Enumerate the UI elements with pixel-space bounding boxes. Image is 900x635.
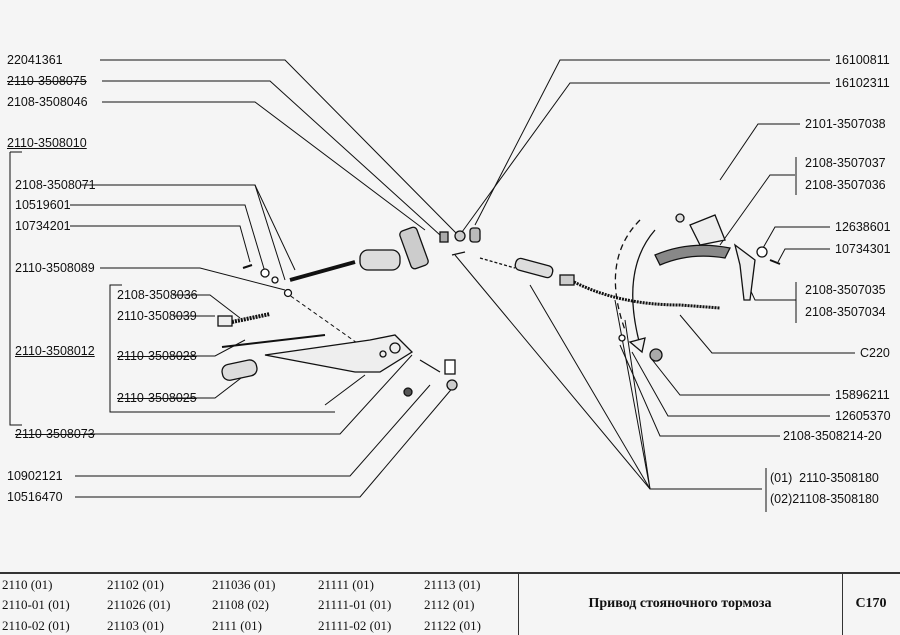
part-label: 2108-3507034 [805,305,886,319]
assembly-label: 2110-3508010 [7,136,87,150]
part-label: 2110-3508089 [15,261,95,275]
part-label: 12638601 [835,220,891,234]
model-cell: 21122 (01) [424,618,481,633]
part-label: 2108-3508071 [15,178,96,192]
brake-mechanism-parts [451,213,781,362]
part-label: 2110-3508039 [117,309,197,323]
part-label: 2108-3507036 [805,178,886,192]
model-cell: 2110 (01) [2,577,53,592]
part-label: 10519601 [15,198,71,212]
footer-table [0,572,900,635]
part-label: 2108-3507035 [805,283,886,297]
model-cell: 2112 (01) [424,597,475,612]
part-label-superseded: 2110-3508073 [15,427,95,441]
diagram-drawing [9,59,855,512]
part-label: (02)21108-3508180 [770,492,879,506]
model-cell: 211026 (01) [107,597,171,612]
part-label: 15896211 [835,388,890,402]
diagram-code: C170 [855,596,887,611]
diagram-title: Привод стояночного тормоза [588,596,772,611]
part-label: 12605370 [835,409,891,423]
part-label: 22041361 [7,53,63,67]
part-label-superseded: 2110-3508075 [7,74,87,88]
leader-lines-left [9,59,459,498]
part-label: 10734201 [15,219,71,233]
part-label: 2108-3508046 [7,95,88,109]
part-label: 2108-3508214-20 [783,429,882,443]
part-label: 2108-3507037 [805,156,886,170]
model-cell: 2110-01 (01) [2,597,70,612]
model-cell: 21108 (02) [212,597,269,612]
model-cell: 21113 (01) [424,577,481,592]
leader-lines-right [454,59,855,512]
model-cell: 211036 (01) [212,577,276,592]
model-cell: 21111 (01) [318,577,374,592]
part-label-superseded: 2110-3508028 [117,349,197,363]
model-cell: 21102 (01) [107,577,164,592]
part-label: (01) 2110-3508180 [770,471,879,485]
part-label: C220 [860,346,890,360]
part-label: 16100811 [835,53,890,67]
part-label-superseded: 2110-3508025 [117,391,197,405]
part-label: 2101-3507038 [805,117,886,131]
part-label: 10516470 [7,490,63,504]
assembly-label: 2110-3508012 [15,344,95,358]
part-label: 10734301 [835,242,891,256]
part-label: 16102311 [835,76,890,90]
model-cell: 2111 (01) [212,618,262,633]
divider [518,574,519,635]
model-cell: 21111-01 (01) [318,597,392,612]
part-label: 10902121 [7,469,63,483]
part-label: 2108-3508036 [117,288,198,302]
model-cell: 21103 (01) [107,618,164,633]
divider [842,574,843,635]
model-cell: 21111-02 (01) [318,618,392,633]
hand-brake-parts [217,226,481,397]
model-cell: 2110-02 (01) [2,618,70,633]
